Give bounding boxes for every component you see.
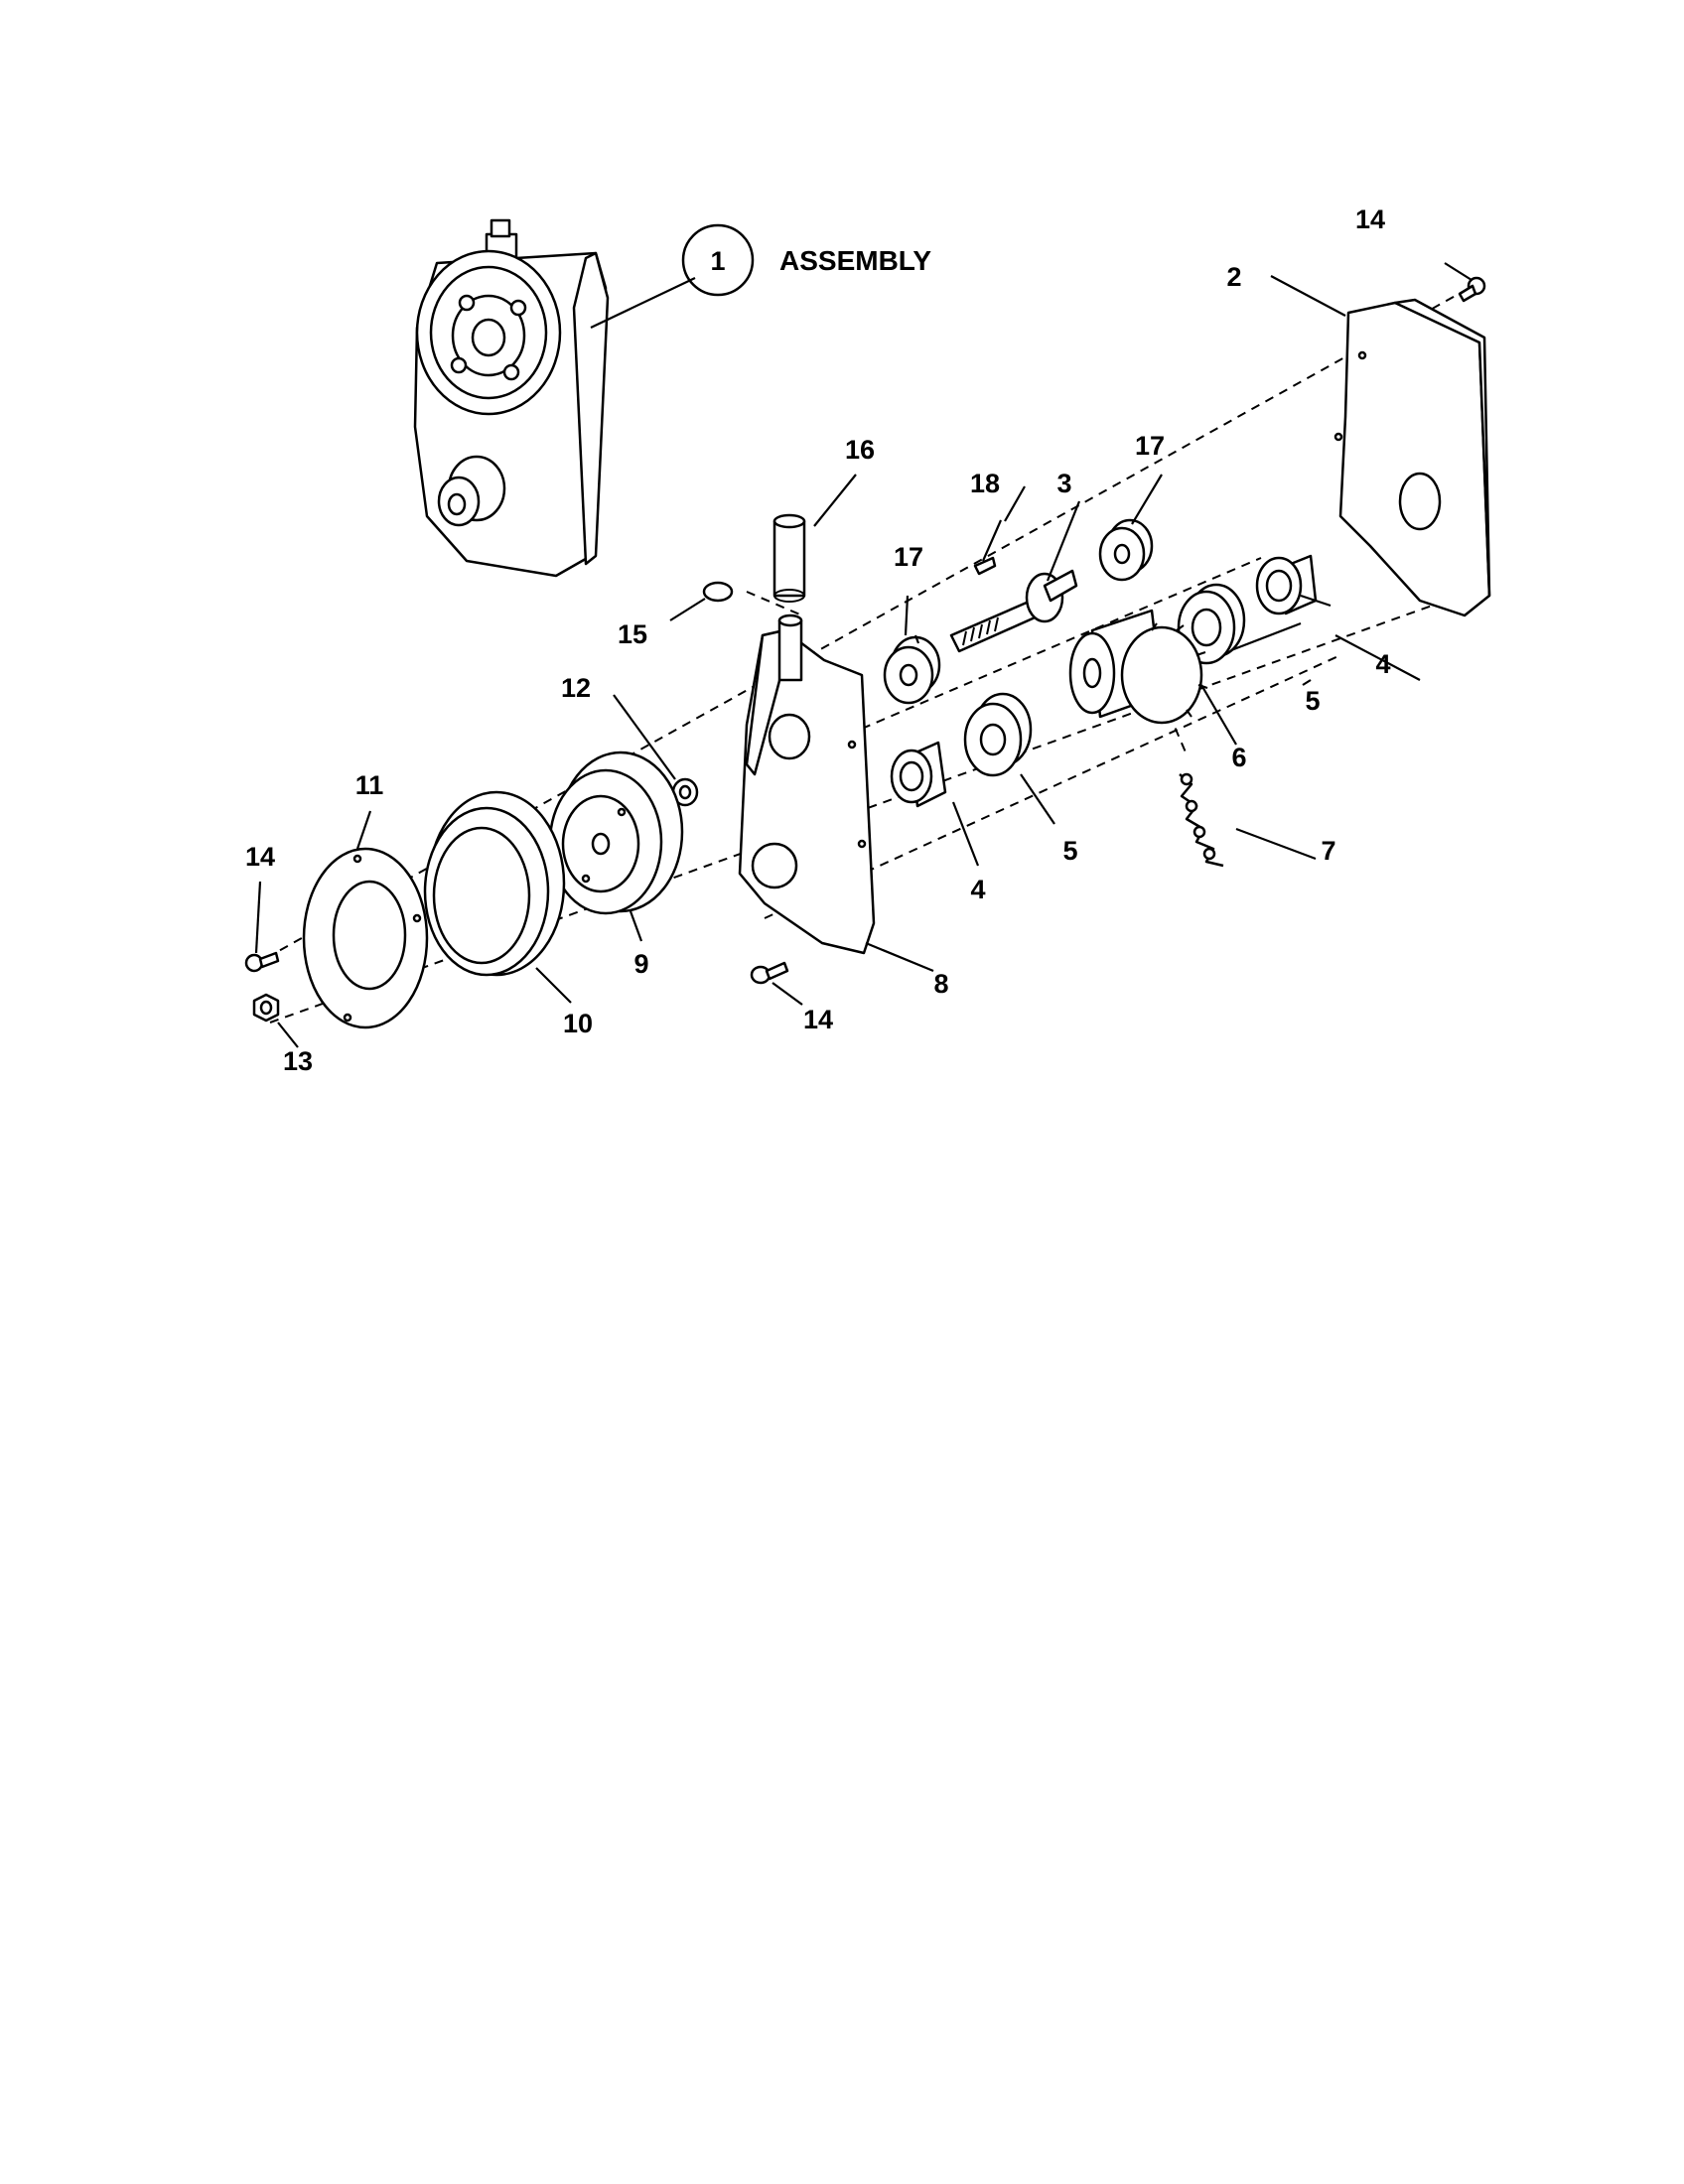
right-housing-half xyxy=(1333,298,1491,617)
label-5-right: 5 xyxy=(1305,686,1320,716)
pulley-part-9 xyxy=(548,751,684,915)
ring-part-15 xyxy=(702,581,734,603)
label-10: 10 xyxy=(563,1009,593,1038)
flanged-bushing-part-4-left xyxy=(890,741,947,808)
label-2: 2 xyxy=(1226,262,1241,292)
screw-part-14-bottom xyxy=(750,961,789,985)
label-4-right: 4 xyxy=(1375,649,1390,679)
key-part-18 xyxy=(973,556,997,576)
part-number-labels: 2 14 16 18 3 17 17 15 12 4 5 6 7 5 4 8 9… xyxy=(245,205,1391,1076)
label-6: 6 xyxy=(1231,743,1246,772)
bushing-part-17-right xyxy=(1098,518,1154,582)
sprocket-part-6 xyxy=(1068,609,1208,725)
screw-part-14-top-right xyxy=(1458,276,1486,303)
label-15: 15 xyxy=(618,619,647,649)
label-16: 16 xyxy=(845,435,875,465)
callout-number: 1 xyxy=(710,246,725,276)
label-14-left: 14 xyxy=(245,842,275,872)
chain-part-7 xyxy=(1179,772,1224,868)
flanged-bushing-part-4-right xyxy=(1255,554,1318,615)
screw-part-14-left xyxy=(244,951,280,973)
label-7: 7 xyxy=(1321,836,1335,866)
label-14-bottom: 14 xyxy=(803,1005,833,1034)
leader-lines xyxy=(254,262,1473,1048)
sleeve-part-16 xyxy=(772,513,806,603)
ring-part-10 xyxy=(423,790,566,977)
bearing-part-5-left xyxy=(963,692,1033,777)
assembly-callout: 1 ASSEMBLY xyxy=(681,223,931,297)
label-17-right: 17 xyxy=(1135,431,1165,461)
label-5-left: 5 xyxy=(1062,836,1077,866)
label-18: 18 xyxy=(970,469,1000,498)
label-17-left: 17 xyxy=(894,542,923,572)
left-housing-half xyxy=(738,614,876,955)
label-9: 9 xyxy=(633,949,648,979)
gearcase-assembly-illustration xyxy=(413,218,610,578)
plate-part-11 xyxy=(302,847,429,1029)
label-12: 12 xyxy=(561,673,591,703)
callout-circle xyxy=(681,223,755,297)
label-8: 8 xyxy=(933,969,948,999)
washer-part-12 xyxy=(671,777,699,807)
shaft-part-3 xyxy=(949,569,1078,653)
nut-part-13 xyxy=(252,993,280,1023)
callout-assembly-text: ASSEMBLY xyxy=(779,245,931,276)
label-4-left: 4 xyxy=(970,875,985,904)
label-13: 13 xyxy=(283,1046,313,1076)
label-3: 3 xyxy=(1056,469,1071,498)
bushing-part-17-left xyxy=(883,635,941,705)
label-14-top: 14 xyxy=(1355,205,1385,234)
label-11: 11 xyxy=(355,770,384,800)
